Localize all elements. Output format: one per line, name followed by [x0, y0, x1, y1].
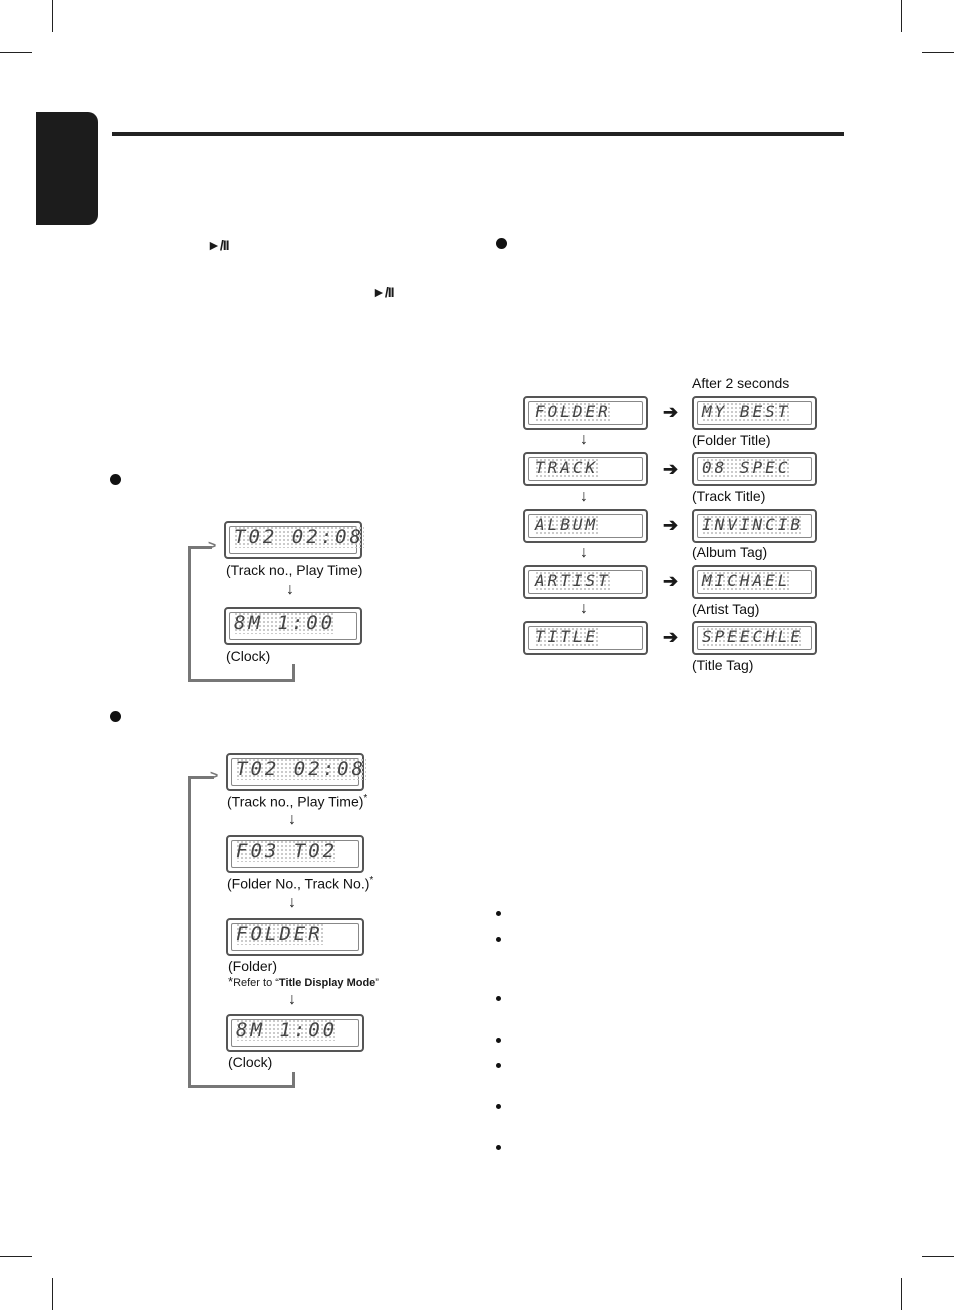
loop-line — [292, 1072, 295, 1088]
lcd-display: T02 02:08 — [224, 521, 364, 559]
loop-line — [188, 776, 214, 779]
bullet-icon — [496, 238, 507, 249]
reference-suffix: ” — [375, 977, 379, 989]
lcd-text: 8M 1:00 — [236, 1019, 338, 1041]
lcd-display: 8M 1:00 — [224, 607, 362, 645]
lcd-display: ARTIST — [523, 565, 648, 599]
lcd-display: INVINCIB — [692, 509, 817, 543]
lcd-display: 8M 1:00 — [226, 1014, 364, 1052]
crop-mark — [0, 1256, 32, 1257]
lcd-display: ALBUM — [523, 509, 648, 543]
lcd-display: 08 SPEC — [692, 452, 817, 486]
right-arrow-icon: ➔ — [663, 571, 679, 591]
bullet-icon — [496, 937, 501, 942]
lcd-display: TITLE — [523, 621, 648, 655]
play-pause-icon: ►/II — [207, 237, 230, 253]
asterisk: * — [363, 793, 368, 804]
display-label: (Title Tag) — [692, 657, 754, 673]
display-label: (Folder No., Track No.)* — [227, 875, 373, 892]
loop-line — [188, 546, 212, 549]
display-label: (Track no., Play Time) — [226, 562, 363, 578]
language-tab — [36, 112, 98, 225]
display-label-text: (Folder No., Track No.) — [227, 875, 370, 892]
crop-mark — [901, 1278, 902, 1310]
bullet-icon — [496, 1104, 501, 1109]
bullet-icon — [110, 711, 121, 722]
loop-line — [188, 679, 295, 682]
lcd-display: FOLDER — [523, 396, 648, 430]
lcd-text: TITLE — [535, 627, 599, 646]
bullet-icon — [110, 474, 121, 485]
down-arrow-icon: ↓ — [288, 991, 296, 1008]
lcd-text: SPEECHLE — [702, 627, 804, 646]
display-label: (Album Tag) — [692, 544, 768, 560]
lcd-text: F03 T02 — [236, 840, 338, 862]
right-arrow-icon: ➔ — [663, 402, 679, 422]
reference-prefix: Refer to “ — [233, 977, 279, 989]
lcd-text: T02 02:08 — [234, 526, 364, 548]
loop-line — [188, 776, 191, 1088]
header-rule — [112, 132, 844, 136]
bullet-icon — [496, 996, 501, 1001]
asterisk: * — [228, 974, 234, 989]
bullet-icon — [496, 1145, 501, 1150]
crop-mark — [922, 1256, 954, 1257]
display-label: (Artist Tag) — [692, 601, 760, 617]
crop-mark — [901, 0, 902, 32]
lcd-text: MICHAEL — [702, 571, 791, 590]
loop-line — [188, 1085, 295, 1088]
display-label: (Clock) — [226, 648, 271, 664]
display-label: (Clock) — [228, 1054, 273, 1070]
lcd-text: ARTIST — [535, 571, 611, 590]
bullet-icon — [496, 911, 501, 916]
lcd-text: ALBUM — [535, 515, 599, 534]
down-arrow-icon: ↓ — [580, 488, 588, 505]
right-arrow-icon: ➔ — [663, 459, 679, 479]
display-label: (Folder Title) — [692, 432, 771, 448]
lcd-display: SPEECHLE — [692, 621, 817, 655]
down-arrow-icon: ↓ — [580, 600, 588, 617]
after-seconds-label: After 2 seconds — [692, 375, 790, 391]
down-arrow-icon: ↓ — [288, 894, 296, 911]
lcd-display: MICHAEL — [692, 565, 817, 599]
display-label: (Track no., Play Time)* — [227, 793, 367, 810]
lcd-display: MY BEST — [692, 396, 817, 430]
down-arrow-icon: ↓ — [288, 811, 296, 828]
crop-mark — [52, 1278, 53, 1310]
lcd-text: MY BEST — [702, 402, 791, 421]
display-label: (Folder) — [228, 958, 278, 974]
loop-arrow-icon: > — [210, 767, 219, 783]
display-label: (Track Title) — [692, 488, 766, 504]
down-arrow-icon: ↓ — [286, 581, 294, 598]
lcd-text: INVINCIB — [702, 515, 804, 534]
lcd-display: TRACK — [523, 452, 648, 486]
lcd-text: FOLDER — [236, 923, 323, 945]
right-arrow-icon: ➔ — [663, 515, 679, 535]
right-arrow-icon: ➔ — [663, 627, 679, 647]
lcd-display: T02 02:08 — [226, 753, 366, 791]
bullet-icon — [496, 1063, 501, 1068]
crop-mark — [52, 0, 53, 32]
loop-arrow-icon: > — [208, 537, 217, 553]
loop-line — [292, 664, 295, 682]
display-label-text: (Track no., Play Time) — [227, 793, 364, 810]
lcd-text: 08 SPEC — [702, 458, 791, 477]
lcd-display: FOLDER — [226, 918, 364, 956]
lcd-text: FOLDER — [535, 402, 611, 421]
bullet-icon — [496, 1038, 501, 1043]
down-arrow-icon: ↓ — [580, 431, 588, 448]
lcd-display: F03 T02 — [226, 835, 364, 873]
down-arrow-icon: ↓ — [580, 544, 588, 561]
reference-note: *Refer to “Title Display Mode” — [228, 974, 379, 989]
play-pause-icon: ►/II — [372, 284, 395, 300]
lcd-text: 8M 1:00 — [234, 612, 336, 634]
crop-mark — [0, 52, 32, 53]
crop-mark — [922, 52, 954, 53]
loop-line — [188, 546, 191, 682]
lcd-text: T02 02:08 — [236, 758, 366, 780]
lcd-text: TRACK — [535, 458, 599, 477]
asterisk: * — [369, 875, 374, 886]
reference-title: Title Display Mode — [278, 977, 376, 989]
